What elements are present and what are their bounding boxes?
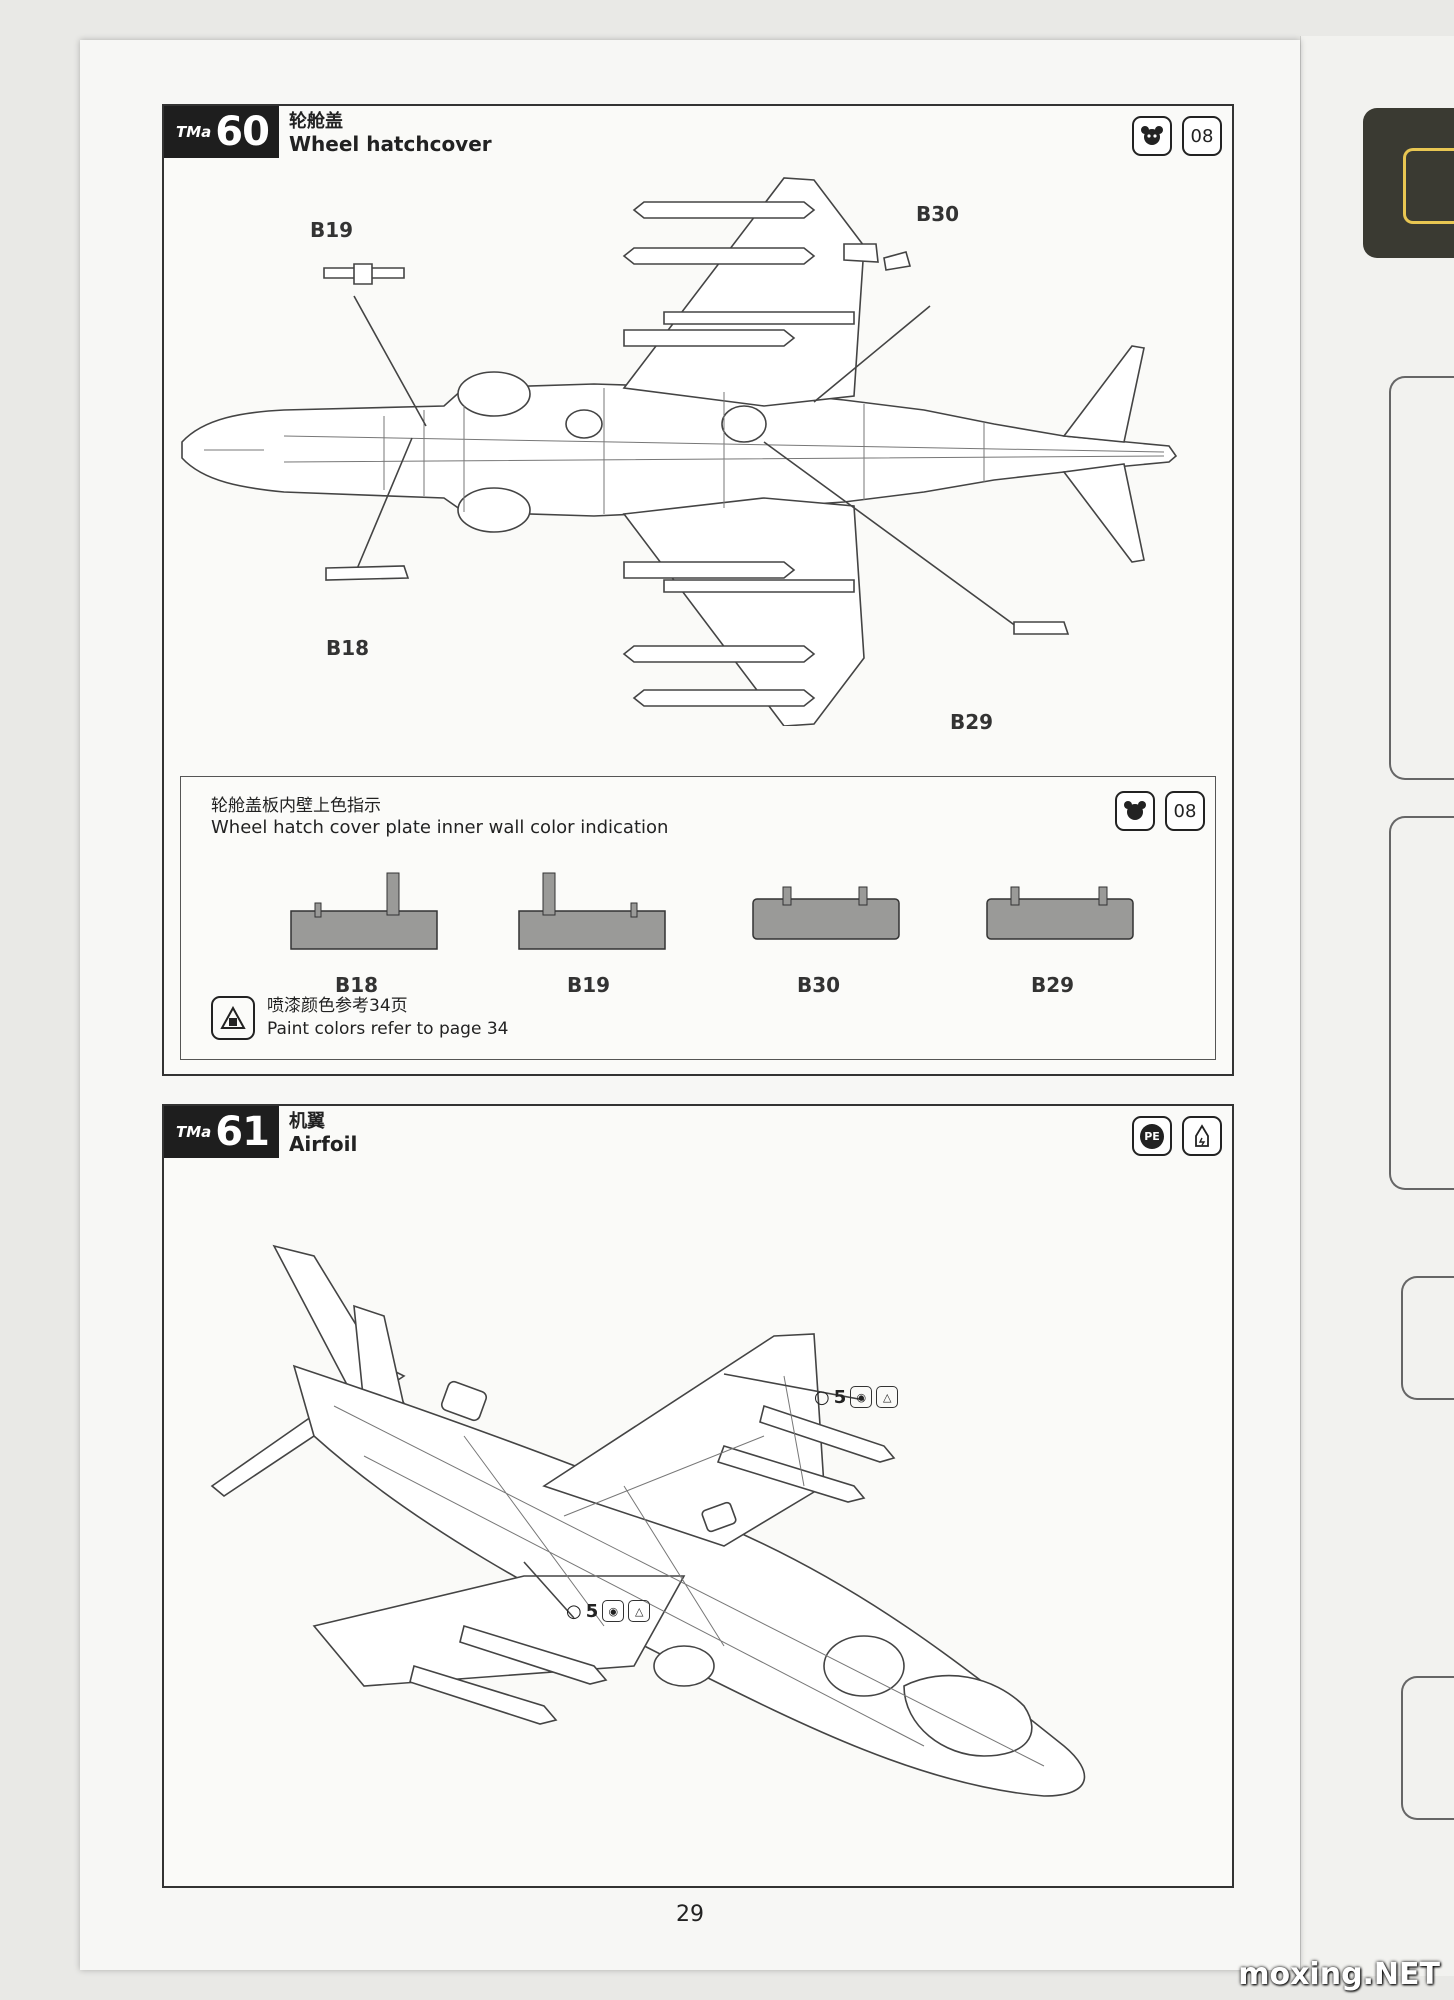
brand-mark: TMa [176, 123, 212, 141]
part-label-b19: B19 [310, 218, 354, 242]
aircraft-perspective-drawing [210, 1244, 1086, 1797]
paint-reference-note: 喷漆颜色参考34页 Paint colors refer to page 34 [211, 995, 508, 1041]
adjacent-page [1300, 36, 1454, 1976]
glue-mini-icon: △ [876, 1386, 899, 1408]
plate-b29-drawing [986, 886, 1134, 940]
subpanel-title-en: Wheel hatch cover plate inner wall color… [211, 817, 669, 838]
pe-callout-lower: ○ 5 ◉ △ [566, 1600, 651, 1622]
paint-code-badge: 08 [1165, 791, 1205, 831]
circle-glyph: ○ [566, 1600, 582, 1622]
plate-label-b18: B18 [335, 973, 379, 997]
plate-label-b30: B30 [797, 973, 841, 997]
part-label-b29: B29 [950, 710, 994, 734]
adjacent-sprue-frame [1389, 376, 1454, 780]
plate-b18-drawing [290, 872, 438, 950]
step-title-en: Airfoil [288, 1131, 358, 1156]
watermark: moxing.NET [1238, 1957, 1440, 1992]
plate-b19-drawing [518, 872, 666, 950]
adjacent-sprue-frame [1401, 1276, 1454, 1400]
paint-icon [1115, 791, 1155, 831]
brand-mark: TMa [176, 1123, 212, 1141]
pe-part-icon: PE [1132, 1116, 1172, 1156]
step-60-badge: TMa 60 [164, 106, 279, 158]
callout-qty: 5 [585, 1600, 599, 1622]
callout-qty: 5 [833, 1386, 847, 1408]
plate-label-b19: B19 [567, 973, 611, 997]
step-title-en: Wheel hatchcover [288, 131, 492, 156]
step-number: 61 [215, 1109, 270, 1155]
paint-icon [1132, 116, 1172, 156]
step-61-panel: TMa 61 机翼 Airfoil PE [162, 1104, 1234, 1888]
step-61-badge: TMa 61 [164, 1106, 279, 1158]
part-label-b18: B18 [326, 636, 370, 660]
step-60-panel: TMa 60 轮舱盖 Wheel hatchcover 08 [162, 104, 1234, 1076]
pe-label: PE [1140, 1123, 1164, 1149]
paint-code-badge: 08 [1182, 116, 1222, 156]
paint-note-cn: 喷漆颜色参考34页 [267, 996, 408, 1017]
plate-label-b29: B29 [1031, 973, 1075, 997]
circle-glyph: ○ [814, 1386, 830, 1408]
step-60-header: TMa 60 轮舱盖 Wheel hatchcover [164, 106, 492, 158]
paint-note-en: Paint colors refer to page 34 [267, 1019, 509, 1040]
color-indication-panel: 轮舱盖板内壁上色指示 Wheel hatch cover plate inner… [180, 776, 1216, 1060]
adjacent-sprue-frame [1401, 1676, 1454, 1820]
pe-mini-icon: ◉ [602, 1600, 625, 1622]
pe-mini-icon: ◉ [850, 1386, 873, 1408]
step-60-icons: 08 [1132, 116, 1222, 156]
adjacent-step-tab [1363, 108, 1454, 258]
adjacent-sprue-frame [1389, 816, 1454, 1190]
step-title-cn: 机翼 [288, 1111, 325, 1132]
pe-callout-upper: ○ 5 ◉ △ [814, 1386, 899, 1408]
glue-mini-icon: △ [628, 1600, 651, 1622]
stores-lower [622, 561, 855, 707]
stores-upper [622, 201, 855, 347]
warning-triangle-icon [211, 996, 255, 1041]
aircraft-underside-drawing [181, 177, 1178, 726]
step-61-icons: PE [1132, 1116, 1222, 1156]
part-label-b30: B30 [916, 202, 960, 226]
plate-b30-drawing [752, 886, 900, 940]
glue-icon [1182, 1116, 1222, 1156]
subpanel-icons: 08 [1115, 791, 1205, 831]
instruction-page: TMa 60 轮舱盖 Wheel hatchcover 08 [80, 40, 1300, 1970]
subpanel-title-cn: 轮舱盖板内壁上色指示 [211, 796, 381, 816]
step-title-cn: 轮舱盖 [288, 111, 343, 132]
page-number: 29 [676, 1902, 704, 1927]
step-61-header: TMa 61 机翼 Airfoil [164, 1106, 357, 1158]
step-number: 60 [215, 109, 270, 155]
